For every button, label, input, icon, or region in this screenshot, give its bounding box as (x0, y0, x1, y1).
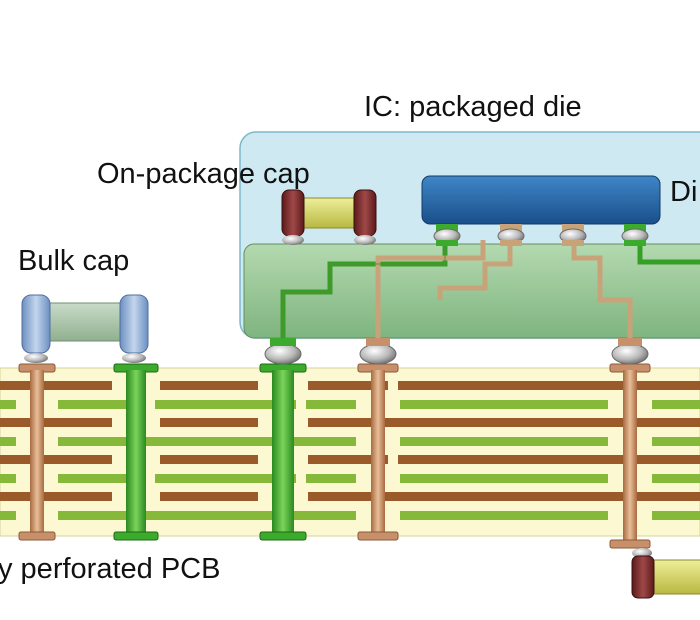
package-solder-balls (264, 338, 649, 365)
bulk-cap-terminal-left (21, 294, 51, 354)
ground-via-2 (357, 363, 399, 541)
bottom-cap-terminal (631, 555, 655, 599)
ground-via-1 (18, 363, 56, 541)
die (421, 175, 661, 225)
on-package-cap-terminal-left (281, 189, 305, 237)
pcb-ground-planes (0, 381, 700, 501)
pcb (0, 367, 700, 537)
pcb-power-planes (0, 400, 700, 520)
plane-segment-gaps (145, 381, 398, 483)
pcb-vias (18, 363, 651, 549)
bulk-capacitor (21, 294, 149, 363)
die-label: Di (670, 176, 697, 208)
ic-package (239, 131, 700, 365)
bulk-cap-body (43, 302, 127, 342)
power-via-2 (259, 363, 307, 541)
on-package-cap-label: On-package cap (97, 158, 310, 190)
pcb-substrate (0, 367, 700, 537)
package-ground-routing (375, 240, 633, 340)
on-package-cap-body (295, 197, 363, 229)
pcb-label: y perforated PCB (0, 553, 220, 585)
package-substrate (243, 243, 700, 339)
bulk-cap-terminal-right (119, 294, 149, 354)
on-package-capacitor (281, 189, 377, 245)
on-package-cap-terminal-right (353, 189, 377, 237)
die-bumps (433, 224, 649, 246)
power-via-1 (113, 363, 159, 541)
ic-package-label: IC: packaged die (364, 91, 582, 123)
ground-via-3 (609, 363, 651, 549)
bottom-capacitor (631, 548, 700, 599)
bulk-cap-label: Bulk cap (18, 245, 129, 277)
